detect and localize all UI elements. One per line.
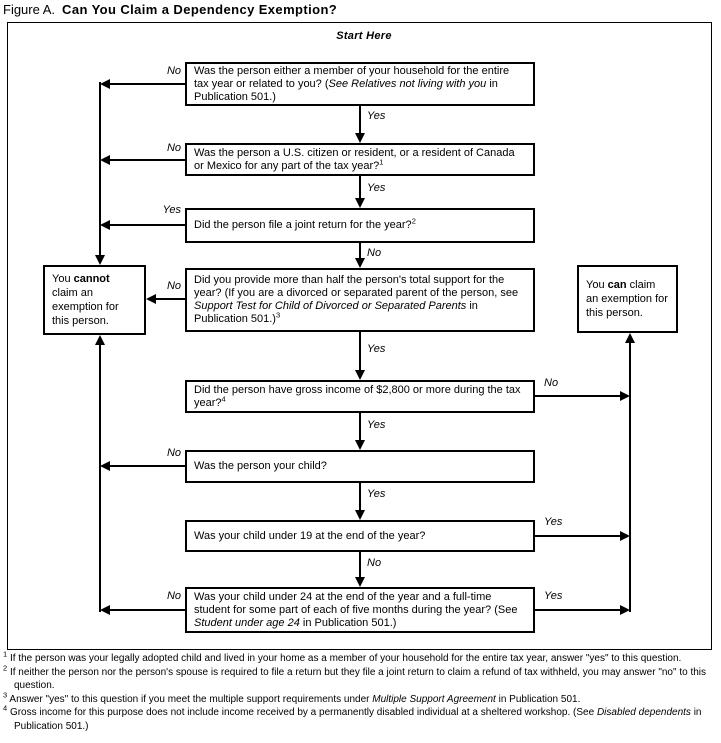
question-text: Was your child under 24 at the end of th… (194, 590, 518, 629)
question-text: Was the person your child? (194, 460, 327, 472)
footnote-number: 2 (3, 663, 8, 673)
branch-label-yes-under-24-right: Yes (544, 590, 563, 602)
footnote-text: Gross income for this purpose does not i… (9, 707, 702, 732)
footnote-text: If neither the person nor the person's s… (9, 666, 707, 692)
footnote-2: 2 If neither the person nor the person's… (3, 663, 717, 693)
start-here-label: Start Here (336, 30, 392, 42)
branch-label-no-support-left: No (166, 280, 181, 292)
branch-label-yes-support: Yes (367, 343, 386, 355)
footnote-3: 3 Answer "yes" to this question if you m… (3, 690, 717, 707)
figure-title: Figure A. Can You Claim a Dependency Exem… (3, 2, 337, 17)
footnotes: 1 If the person was your legally adopted… (3, 649, 717, 733)
flowchart-frame (7, 22, 712, 650)
footnote-number: 3 (3, 690, 8, 700)
question-box-gross-income: Did the person have gross income of $2,8… (185, 380, 535, 413)
branch-label-yes-under-19-right: Yes (544, 516, 563, 528)
result-box-can-claim: You can claim an exemption for this pers… (577, 265, 678, 333)
result-box-cannot-claim: You cannot claim an exemption for this p… (43, 265, 146, 335)
result-text: You can claim an exemption for this pers… (586, 279, 668, 319)
question-text: Did the person file a joint return for t… (194, 216, 416, 231)
branch-label-yes-joint-return-left: Yes (162, 204, 181, 216)
branch-label-no-gross-income-right: No (544, 377, 559, 389)
question-text: Did the person have gross income of $2,8… (194, 383, 521, 409)
figure-label: Figure A. (3, 2, 56, 17)
branch-label-no-household-left: No (166, 65, 181, 77)
question-box-citizenship: Was the person a U.S. citizen or residen… (185, 143, 535, 176)
question-text: Was the person either a member of your h… (194, 64, 510, 103)
footnote-1: 1 If the person was your legally adopted… (3, 649, 717, 666)
branch-label-no-under-24-left: No (166, 590, 181, 602)
question-box-support: Did you provide more than half the perso… (185, 268, 535, 332)
footnote-number: 1 (3, 649, 8, 659)
branch-label-no-your-child-left: No (166, 447, 181, 459)
branch-label-no-citizenship-left: No (166, 142, 181, 154)
question-box-under-24: Was your child under 24 at the end of th… (185, 587, 535, 633)
question-text: Was the person a U.S. citizen or residen… (194, 146, 515, 172)
footnote-text: If the person was your legally adopted c… (9, 653, 682, 664)
question-text: Did you provide more than half the perso… (194, 274, 519, 325)
branch-label-no-joint-return: No (367, 247, 382, 259)
figure-heading: Can You Claim a Dependency Exemption? (62, 2, 338, 17)
question-box-your-child: Was the person your child? (185, 450, 535, 483)
footnote-text: Answer "yes" to this question if you mee… (9, 693, 581, 705)
question-box-under-19: Was your child under 19 at the end of th… (185, 520, 535, 552)
footnote-4: 4 Gross income for this purpose does not… (3, 703, 717, 733)
question-box-joint-return: Did the person file a joint return for t… (185, 208, 535, 243)
result-text: You cannot claim an exemption for this p… (52, 273, 119, 327)
branch-label-yes-household: Yes (367, 110, 386, 122)
branch-label-yes-your-child: Yes (367, 488, 386, 500)
branch-label-yes-gross-income: Yes (367, 419, 386, 431)
branch-label-yes-citizenship: Yes (367, 182, 386, 194)
footnote-number: 4 (3, 703, 8, 713)
question-box-household: Was the person either a member of your h… (185, 62, 535, 106)
question-text: Was your child under 19 at the end of th… (194, 529, 426, 542)
branch-label-no-under-19: No (367, 557, 382, 569)
